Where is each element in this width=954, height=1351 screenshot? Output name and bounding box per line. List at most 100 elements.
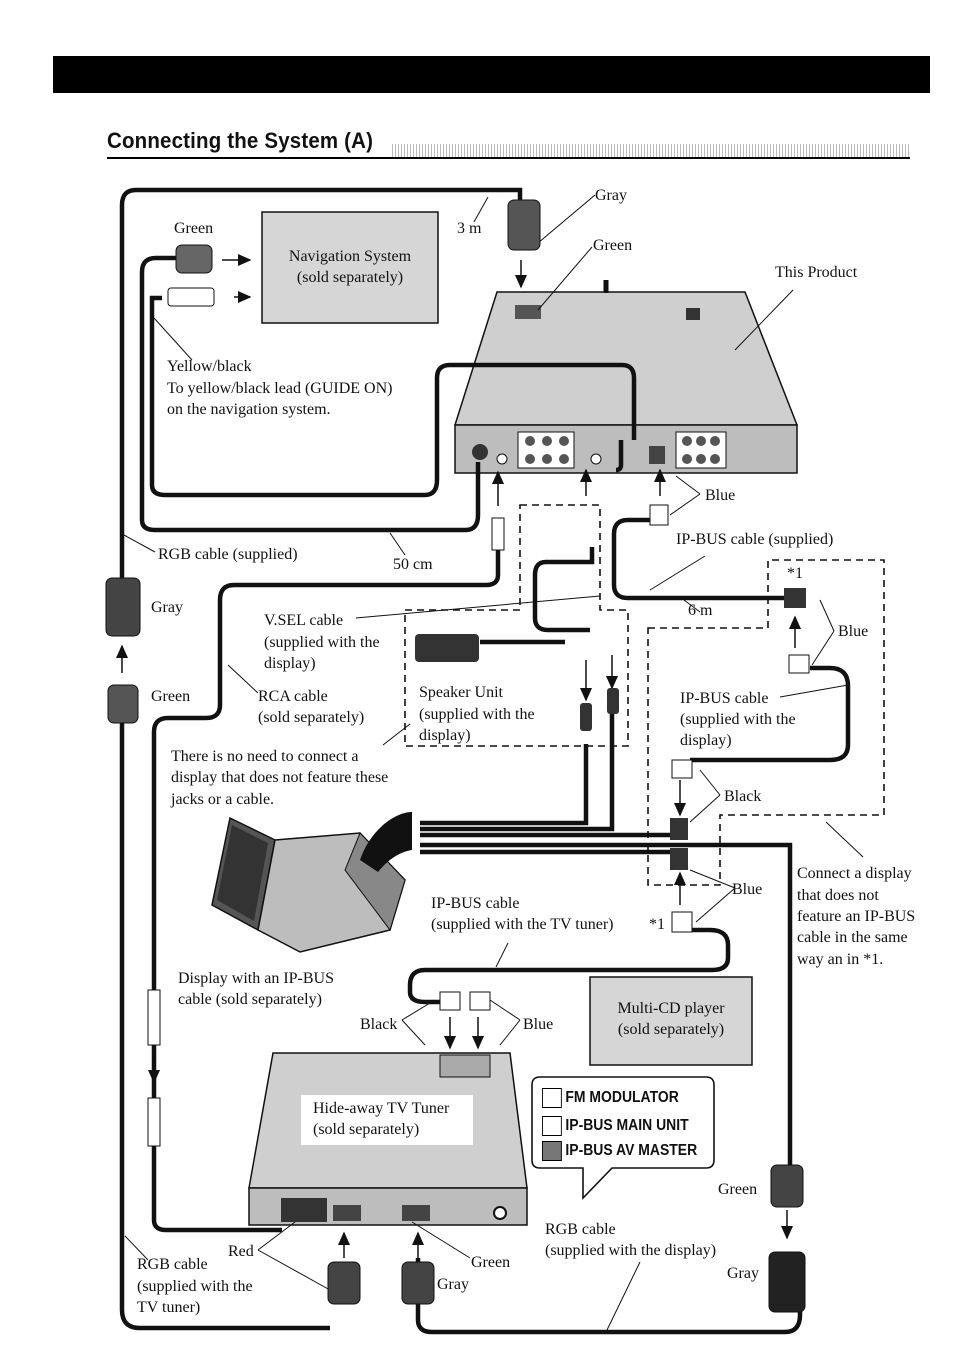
rca-plug-top — [491, 517, 505, 551]
label-rca-2: (sold separately) — [258, 709, 365, 726]
label-speaker-3: display) — [419, 727, 471, 744]
label-red: Red — [228, 1243, 254, 1260]
multicd-box-line1: Multi-CD player — [617, 1000, 725, 1017]
label-rgb-tv-3: TV tuner) — [137, 1299, 201, 1316]
label-6m: 6 m — [688, 602, 713, 619]
label-speaker-1: Speaker Unit — [419, 684, 503, 701]
label-gray-bottom: Gray — [437, 1276, 469, 1293]
label-rca-1: RCA cable — [258, 688, 328, 705]
label-50cm: 50 cm — [393, 556, 433, 573]
label-gray-right: Gray — [727, 1265, 759, 1282]
label-vsel-1: V.SEL cable — [264, 612, 344, 629]
label-no-need-1: There is no need to connect a — [171, 748, 359, 765]
rca-plug-left — [147, 989, 161, 1046]
blue-ipbus-plug-bottom — [671, 911, 693, 933]
title-rule — [107, 157, 910, 159]
blue-plug-tuner — [469, 991, 491, 1011]
label-3m: 3 m — [457, 220, 482, 237]
label-rgb-tv-1: RGB cable — [137, 1256, 208, 1273]
label-ipbus-tv-2: (supplied with the TV tuner) — [431, 916, 614, 933]
this-product-unit — [453, 280, 799, 474]
label-yellow-black-note: To yellow/black lead (GUIDE ON) — [167, 380, 393, 397]
label-this-product: This Product — [775, 264, 858, 281]
label-green-left: Green — [174, 220, 214, 237]
blue-ipbus-plug-right2 — [788, 654, 810, 674]
yellow-black-plug — [167, 287, 215, 307]
ipbus-junction-2 — [670, 848, 688, 870]
tuner-box-line2: (sold separately) — [313, 1121, 420, 1138]
label-rgb-supplied: RGB cable (supplied) — [158, 546, 298, 563]
label-display-1: Display with an IP-BUS — [178, 970, 334, 987]
legend-swatch — [542, 1140, 562, 1161]
label-vsel-3: display) — [264, 655, 316, 672]
green-rgb-connector-right — [770, 1164, 804, 1208]
legend-swatch — [542, 1115, 562, 1136]
green-rgb-connector-mid — [107, 684, 139, 724]
multi-cd-player-box — [589, 976, 753, 1066]
label-ipbus-disp-2: (supplied with the — [680, 711, 796, 728]
navigation-system-box — [261, 211, 439, 324]
legend-ipbus-main-unit: IP-BUS MAIN UNIT — [542, 1115, 689, 1137]
ipbus-junction-1 — [670, 818, 688, 840]
speaker-plug — [607, 688, 619, 714]
legend-label: IP-BUS AV MASTER — [565, 1142, 698, 1159]
leader-lines — [123, 194, 864, 1331]
label-ipbus-supplied: IP-BUS cable (supplied) — [676, 531, 834, 548]
label-blue-2: Blue — [838, 623, 869, 640]
label-speaker-2: (supplied with the — [419, 706, 535, 723]
label-display-2: cable (sold separately) — [178, 991, 322, 1008]
gray-rgb-connector-right — [768, 1251, 806, 1313]
speaker-unit — [415, 634, 479, 662]
tuner-box-line1: Hide-away TV Tuner — [313, 1100, 450, 1117]
label-black-2: Black — [360, 1016, 398, 1033]
dashed-groups — [404, 504, 885, 886]
label-yellow-black: Yellow/black — [167, 358, 252, 375]
label-rgb-tv-2: (supplied with the — [137, 1278, 253, 1295]
label-star1-top: *1 — [787, 565, 803, 582]
label-connect-3: feature an IP-BUS — [797, 908, 916, 925]
black-plug-tuner — [439, 991, 461, 1011]
navigation-box-line1: Navigation System — [288, 248, 412, 265]
blue-ipbus-plug-top — [649, 504, 669, 526]
multicd-box-line2: (sold separately) — [617, 1021, 725, 1038]
label-rgb-disp-1: RGB cable — [545, 1221, 616, 1238]
tv-tuner-unit — [248, 1052, 528, 1226]
legend-fm-modulator: FM MODULATOR — [542, 1087, 679, 1109]
gray-rgb-connector-top — [507, 199, 541, 251]
label-ipbus-disp-1: IP-BUS cable — [680, 690, 769, 707]
label-green-bottom: Green — [718, 1181, 758, 1198]
label-no-need-2: display that does not feature these — [171, 769, 389, 786]
label-blue-4: Blue — [523, 1016, 554, 1033]
connectors — [105, 199, 810, 1313]
label-connect-5: way an in *1. — [797, 951, 884, 968]
legend-label: IP-BUS MAIN UNIT — [565, 1117, 689, 1134]
navigation-box-line2: (sold separately) — [296, 269, 404, 286]
label-black-1: Black — [724, 788, 762, 805]
legend-callout — [531, 1076, 715, 1200]
header-bar — [53, 56, 930, 93]
label-blue-3: Blue — [732, 881, 763, 898]
arrows — [116, 254, 801, 1258]
black-ipbus-plug — [671, 759, 693, 779]
vsel-plug — [580, 703, 592, 731]
blue-ipbus-plug-right — [784, 588, 806, 608]
label-yellow-black-note2: on the navigation system. — [167, 401, 331, 418]
label-blue-1: Blue — [705, 487, 736, 504]
label-star1-bottom: *1 — [649, 916, 665, 933]
rca-plug-left2 — [147, 1097, 161, 1147]
green-rgb-connector-left — [175, 244, 213, 274]
label-no-need-3: jacks or a cable. — [171, 791, 275, 808]
red-rgb-connector — [327, 1261, 361, 1305]
label-ipbus-disp-3: display) — [680, 732, 732, 749]
legend-swatch — [542, 1087, 562, 1108]
label-gray-left: Gray — [151, 599, 183, 616]
label-green-mid: Green — [151, 688, 191, 705]
display-unit — [211, 812, 412, 953]
label-connect-1: Connect a display — [797, 865, 912, 882]
label-ipbus-tv-1: IP-BUS cable — [431, 895, 520, 912]
cables — [119, 187, 851, 1335]
gray-rgb-connector-left — [105, 577, 141, 637]
label-green-bottom2: Green — [471, 1254, 511, 1271]
label-green-top: Green — [593, 237, 633, 254]
